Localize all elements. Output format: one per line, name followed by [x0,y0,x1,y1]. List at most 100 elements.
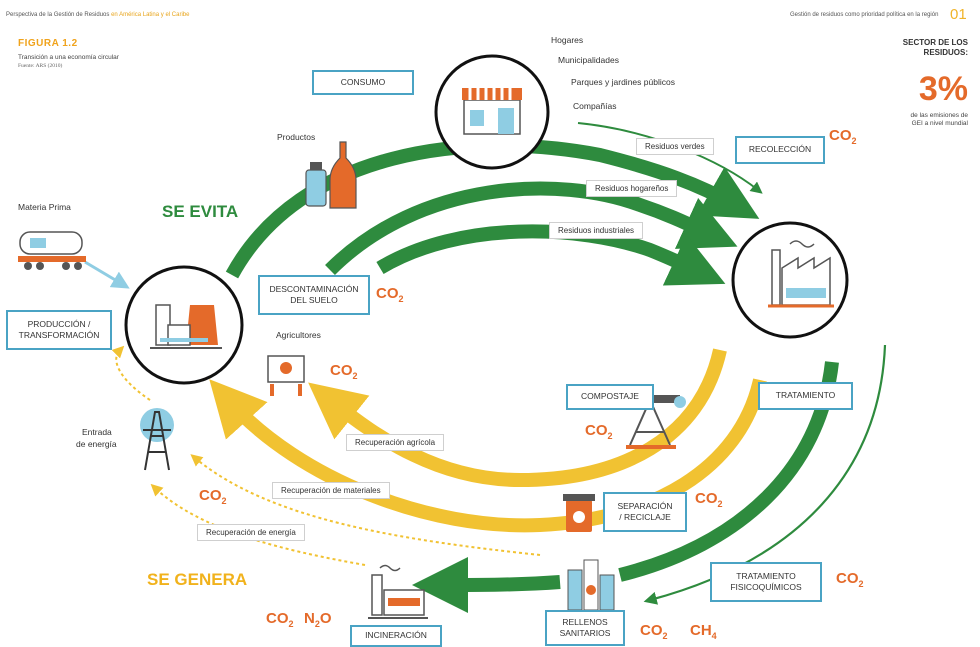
label-productos: Productos [277,132,316,142]
emission-sub: 2 [858,579,864,589]
emission-fisicoquimicos: CO2 [836,570,864,589]
train-tanker-icon [18,231,86,270]
yellow-arc-materials [209,378,767,533]
emission-co-text: CO [330,362,353,379]
emission-co-text: CO [376,285,399,302]
green-right-outer [643,344,887,605]
emission-sub: 2 [851,136,857,146]
store-icon [462,88,522,135]
box-consumo-label: CONSUMO [340,76,386,87]
box-rellenos: RELLENOS SANITARIOS [545,610,625,646]
sector-note-2: GEI a nivel mundial [911,120,968,128]
source-companias: Compañías [573,101,617,111]
source-parques: Parques y jardines públicos [571,77,675,87]
box-separacion-label-2: / RECICLAJE [619,512,671,522]
box-tratamiento-label: TRATAMIENTO [775,390,836,401]
landfill-icon [564,559,620,614]
label-materia-prima: Materia Prima [18,202,71,212]
source-hogares: Hogares [551,35,584,45]
dotted-energy-in [111,345,151,401]
emission-sub: 2 [607,431,613,441]
emission-ch-text: CH [690,622,712,639]
label-entrada-2: de energía [76,439,117,449]
emission-compostaje: CO2 [585,422,613,441]
emission-agricultores: CO2 [330,362,358,381]
incineration-icon [368,564,428,619]
tag-residuos-hogarenos: Residuos hogareños [586,180,678,197]
emission-incineracion-co2: CO2 [266,610,294,629]
emission-sub: 2 [717,499,723,509]
emission-descontaminacion: CO2 [376,285,404,304]
box-produccion-label-2: TRANSFORMACIÓN [18,330,100,340]
emission-co-text: CO [695,490,718,507]
label-agricultores: Agricultores [276,330,321,340]
dotted-energy-2 [150,483,366,566]
bottles-icon [305,141,357,209]
phrase-se-evita: SE EVITA [162,202,239,221]
emission-sub: 2 [398,294,404,304]
header-right-a: Gestión de residuos [790,12,844,18]
emission-co-text: CO [640,622,663,639]
yellow-arc-compost [308,348,727,488]
emission-sub4: 4 [711,631,717,641]
emission-separacion: CO2 [695,490,723,509]
sector-note: de las emisiones de GEI a nivel mundial [911,112,968,129]
box-fisico-label-1: TRATAMIENTO [736,570,796,581]
dotted-energy-1 [190,454,541,556]
emission-sub: 2 [662,631,668,641]
green-landfill-to-incin [412,556,561,613]
box-rellenos-label-2: SANITARIOS [559,628,611,638]
emission-recoleccion: CO2 [829,127,857,146]
sector-title-2: RESIDUOS: [923,48,968,57]
blue-arrow [84,260,130,289]
header-right-b: como prioridad política en la región [845,12,939,18]
box-descontaminacion-label-1: DESCONTAMINACIÓN [269,283,359,294]
tag-recuperacion-agricola: Recuperación agrícola [346,434,445,451]
box-produccion: PRODUCCIÓN / TRANSFORMACIÓN [6,310,112,350]
box-descontaminacion-label-2: DEL SUELO [290,295,338,305]
sector-percent: 3% [918,70,968,108]
green-arc-middle [325,181,738,275]
box-tratamiento: TRATAMIENTO [758,382,853,410]
label-entrada-1: Entrada [82,427,112,437]
figure-title: Transición a una economía circular [18,54,119,61]
phrase-se-genera: SE GENERA [147,570,248,589]
farmer-icon [267,355,305,396]
header-left-a: Perspectiva de la Gestión de Residuos [6,12,110,18]
figure-label: FIGURA 1.2 [18,38,78,49]
box-rellenos-label-1: RELLENOS [562,616,608,627]
tag-recuperacion-energia: Recuperación de energía [197,524,305,541]
box-consumo: CONSUMO [312,70,414,95]
box-incineracion-label: INCINERACIÓN [365,630,427,641]
box-separacion-label-1: SEPARACIÓN [617,500,673,511]
box-fisico-label-2: FISICOQUÍMICOS [730,582,802,592]
emission-rellenos-co2: CO2 [640,622,668,641]
plant-icon [150,304,222,349]
tag-residuos-verdes: Residuos verdes [636,138,714,155]
emission-sub: 2 [288,619,294,629]
box-separacion: SEPARACIÓN / RECICLAJE [603,492,687,532]
box-recoleccion-label: RECOLECCIÓN [748,144,812,155]
tag-recuperacion-materiales: Recuperación de materiales [272,482,390,499]
emission-o-text: O [319,610,332,627]
header-left: Perspectiva de la Gestión de Residuos en… [6,12,189,18]
emission-rellenos-ch4: CH4 [690,622,717,641]
box-produccion-label-1: PRODUCCIÓN / [27,318,91,329]
source-municipalidades: Municipalidades [558,55,619,65]
emission-co-text: CO [266,610,289,627]
figure-source: Fuente: ARS (2010) [18,63,63,69]
emission-co-text: CO [199,487,222,504]
emission-co-text: CO [829,127,852,144]
page-number: 01 [950,6,967,23]
header-left-b: en América Latina y el Caribe [111,12,190,18]
emission-co-text: CO [836,570,859,587]
tag-residuos-industriales: Residuos industriales [549,222,644,239]
emission-sub: 2 [314,619,320,629]
emission-incineracion-n2o: N2O [304,610,332,629]
factory-icon [768,240,834,308]
sector-note-1: de las emisiones de [910,112,968,119]
emission-energia: CO2 [199,487,227,506]
sector-title: SECTOR DE LOS RESIDUOS: [903,38,968,58]
sector-title-1: SECTOR DE LOS [902,38,968,47]
